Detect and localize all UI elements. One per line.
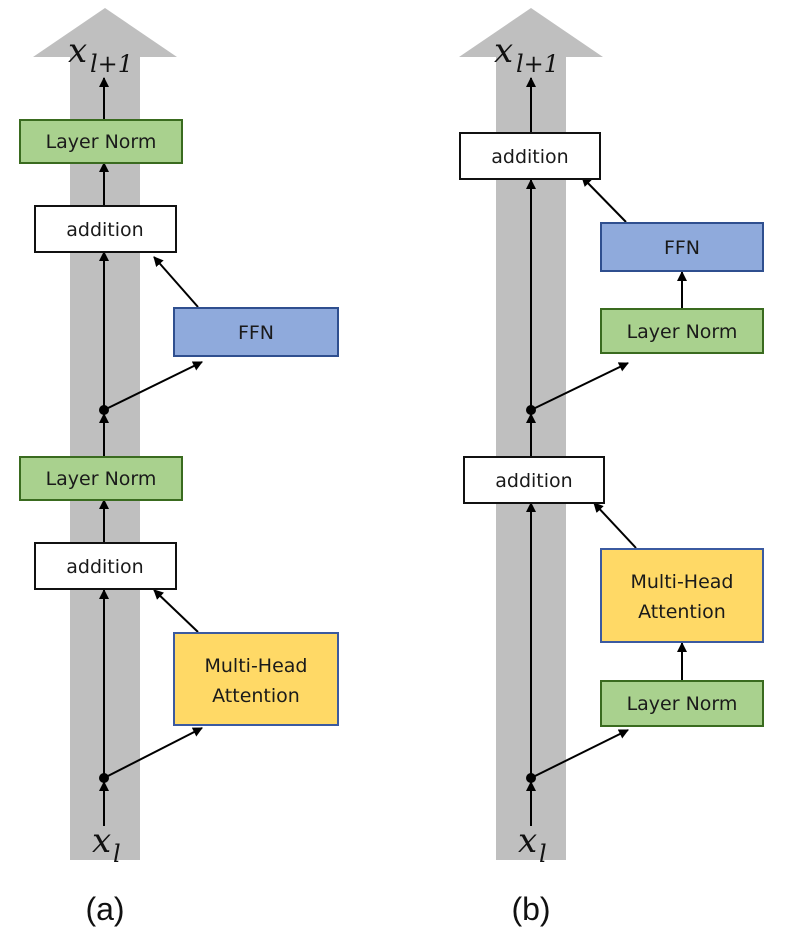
output-var-a: x	[68, 31, 87, 71]
attention-a-line1: Multi-Head	[205, 655, 308, 677]
arrows-b	[526, 77, 687, 826]
addition-a-bottom: addition	[34, 542, 177, 590]
addition-a-bottom-label: addition	[66, 556, 143, 578]
branch-dot-a-lower	[99, 773, 109, 783]
layer-norm-a-mid-label: Layer Norm	[46, 468, 157, 490]
layer-norm-a-top-label: Layer Norm	[46, 131, 157, 153]
layer-norm-b-attention: Layer Norm	[600, 680, 764, 727]
attention-b-line1: Multi-Head	[631, 571, 734, 593]
addition-b-top: addition	[459, 132, 601, 180]
addition-b-bottom: addition	[463, 456, 605, 504]
output-label-a: x l+1	[68, 31, 133, 78]
ffn-a: FFN	[173, 307, 339, 357]
attention-a-line2: Attention	[212, 685, 300, 707]
addition-b-bottom-label: addition	[495, 470, 572, 492]
output-label-b: x l+1	[494, 31, 559, 78]
addition-b-top-label: addition	[491, 146, 568, 168]
attention-a: Multi-Head Attention	[173, 632, 339, 726]
caption-b: (b)	[511, 891, 550, 927]
ffn-b: FFN	[600, 222, 764, 272]
layer-norm-a-top: Layer Norm	[19, 119, 183, 164]
attention-b: Multi-Head Attention	[600, 548, 764, 643]
layer-norm-b-ffn-label: Layer Norm	[627, 321, 738, 343]
branch-dot-a-upper	[99, 405, 109, 415]
ffn-a-label: FFN	[238, 322, 274, 344]
input-sub-b: l	[539, 840, 547, 868]
diagram-a: x l+1 Layer Norm addition	[19, 8, 339, 927]
input-label-b: x l	[518, 821, 547, 868]
ffn-b-label: FFN	[664, 237, 700, 259]
arrows-a	[99, 77, 203, 826]
layer-norm-b-ffn: Layer Norm	[600, 308, 764, 354]
input-var-a: x	[92, 821, 111, 861]
output-var-b: x	[494, 31, 513, 71]
caption-a: (a)	[85, 891, 124, 927]
input-sub-a: l	[113, 840, 121, 868]
addition-a-top: addition	[34, 205, 177, 253]
layer-norm-a-mid: Layer Norm	[19, 456, 183, 501]
output-sub-b: l+1	[516, 50, 559, 78]
input-var-b: x	[518, 821, 537, 861]
layer-norm-b-attention-label: Layer Norm	[627, 693, 738, 715]
diagram-b: x l+1 addition FFN	[459, 8, 764, 927]
addition-a-top-label: addition	[66, 219, 143, 241]
branch-dot-b-upper	[526, 405, 536, 415]
output-sub-a: l+1	[90, 50, 133, 78]
branch-dot-b-lower	[526, 773, 536, 783]
input-label-a: x l	[92, 821, 121, 868]
attention-b-line2: Attention	[638, 601, 726, 623]
